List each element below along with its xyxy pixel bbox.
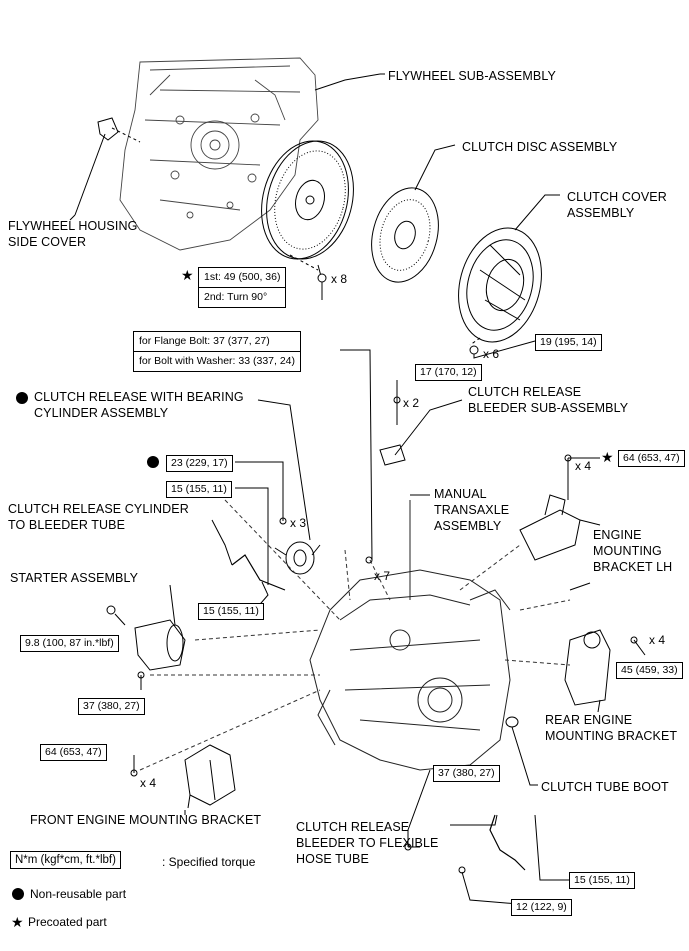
bolts <box>106 273 638 874</box>
cyl-tube-label-2: TO BLEEDER TUBE <box>8 518 126 532</box>
flange-torque: for Flange Bolt: 37 (377, 27) <box>139 335 270 347</box>
mount-lh-label-1: ENGINE <box>593 528 642 542</box>
flex-bolt-torque-box: 12 (122, 9) <box>511 899 572 916</box>
flywheel-label: FLYWHEEL SUB-ASSEMBLY <box>388 69 556 83</box>
front-mount-qty: x 4 <box>140 776 157 790</box>
cyl-tube-label-1: CLUTCH RELEASE CYLINDER <box>8 502 189 516</box>
release-cyl-qty: x 3 <box>290 516 307 530</box>
flex-tube-label-1: CLUTCH RELEASE <box>296 820 410 834</box>
release-bearing-label-2: CYLINDER ASSEMBLY <box>34 406 169 420</box>
transaxle-bottom-torque-box: 37 (380, 27) <box>433 765 500 782</box>
transaxle-qty: x 7 <box>374 569 391 583</box>
mount-lh-qty: x 4 <box>575 459 592 473</box>
release-bearing-part <box>257 399 321 575</box>
rear-mount-torque-box: 45 (459, 33) <box>616 662 683 679</box>
housing-cover-label-1: FLYWHEEL HOUSING <box>8 219 138 233</box>
legend-torque-desc: : Specified torque <box>162 855 256 869</box>
washer-torque: for Bolt with Washer: 33 (337, 24) <box>134 351 301 371</box>
legend-precoated-star-icon: ★ <box>11 914 24 930</box>
release-cyl-torque-box: 23 (229, 17) <box>166 455 233 472</box>
bleeder-part <box>379 399 463 466</box>
bleeder-torque-box: 17 (170, 12) <box>415 364 482 381</box>
rear-mount-qty: x 4 <box>649 633 666 647</box>
flange-torque-box: for Flange Bolt: 37 (377, 27) for Bolt w… <box>133 331 302 372</box>
legend-non-reusable-dot-icon <box>12 888 24 900</box>
bleeder-qty: x 2 <box>403 396 420 410</box>
precoated-star-icon: ★ <box>181 267 194 283</box>
clutch-disc-part <box>371 144 456 283</box>
starter-bottom-torque-box: 37 (380, 27) <box>78 698 145 715</box>
starter-top-torque-box: 9.8 (100, 87 in.*lbf) <box>20 635 119 652</box>
engine-block <box>119 57 319 251</box>
housing-cover-label-2: SIDE COVER <box>8 235 87 249</box>
front-mount-label: FRONT ENGINE MOUNTING BRACKET <box>30 813 262 827</box>
starter-part <box>114 584 186 690</box>
legend-non-reusable: Non-reusable part <box>30 887 127 901</box>
bleeder-sub-label-1: CLUTCH RELEASE <box>468 385 582 399</box>
flex-tube-label-3: HOSE TUBE <box>296 852 369 866</box>
non-reusable-dot-icon <box>147 456 159 468</box>
tube-lower-torque-box: 15 (155, 11) <box>198 603 264 620</box>
rear-mount-label-2: MOUNTING BRACKET <box>545 729 678 743</box>
bleeder-sub-label-2: BLEEDER SUB-ASSEMBLY <box>468 401 629 415</box>
clutch-cover-label-1: CLUTCH COVER <box>567 190 667 204</box>
release-bearing-label-1: CLUTCH RELEASE WITH BEARING <box>34 390 244 404</box>
legend-precoated: Precoated part <box>28 915 107 929</box>
flywheel-torque-box: 1st: 49 (500, 36) 2nd: Turn 90° <box>198 267 287 308</box>
flywheel-part <box>261 73 381 281</box>
transaxle-label-1: MANUAL <box>434 487 487 501</box>
mount-lh-part <box>519 458 601 561</box>
front-mount-torque-box: 64 (653, 47) <box>40 744 107 761</box>
legend-torque-unit: N*m (kgf*cm, ft.*lbf) <box>10 851 121 869</box>
cover-torque-box: 19 (195, 14) <box>535 334 602 351</box>
flex-tube-label-2: BLEEDER TO FLEXIBLE <box>296 836 439 850</box>
cover-qty: x 6 <box>483 347 500 361</box>
side-cover-part <box>74 117 141 216</box>
flywheel-torque-1st: 1st: 49 (500, 36) <box>204 271 281 283</box>
mount-lh-label-3: BRACKET LH <box>593 560 673 574</box>
flex-tube-part <box>450 814 570 906</box>
clutch-disc-label: CLUTCH DISC ASSEMBLY <box>462 140 618 154</box>
mount-lh-torque-box: 64 (653, 47) <box>618 450 685 467</box>
tube-boot-part <box>505 716 519 728</box>
non-reusable-dot-icon <box>16 392 28 404</box>
transaxle-part <box>309 500 511 771</box>
starter-label: STARTER ASSEMBLY <box>10 571 139 585</box>
boot-label: CLUTCH TUBE BOOT <box>541 780 669 794</box>
rear-mount-label-1: REAR ENGINE <box>545 713 633 727</box>
precoated-star-icon: ★ <box>601 449 614 465</box>
flywheel-qty: x 8 <box>331 272 348 286</box>
flywheel-torque-2nd: 2nd: Turn 90° <box>199 287 286 307</box>
mount-lh-label-2: MOUNTING <box>593 544 662 558</box>
tube-upper-torque-box: 15 (155, 11) <box>166 481 232 498</box>
clutch-cover-part <box>458 194 560 346</box>
clutch-cover-label-2: ASSEMBLY <box>567 206 635 220</box>
flex-tube-torque-box: 15 (155, 11) <box>569 872 635 889</box>
transaxle-label-2: TRANSAXLE <box>434 503 510 517</box>
transaxle-label-3: ASSEMBLY <box>434 519 502 533</box>
rear-mount-part <box>564 629 646 713</box>
front-mount-part <box>133 744 236 809</box>
